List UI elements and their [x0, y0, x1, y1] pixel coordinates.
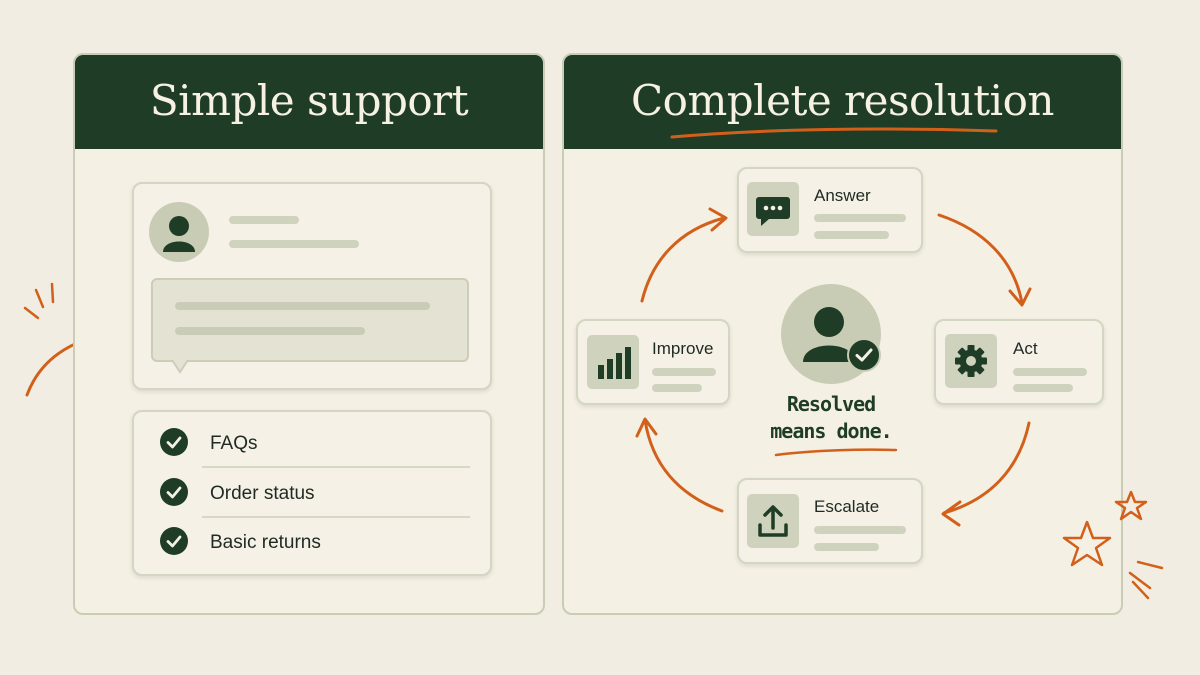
node-answer: Answer: [737, 167, 923, 253]
arrow-escalate-to-improve: [643, 418, 724, 513]
complete-resolution-title: Complete resolution: [631, 75, 1054, 125]
support-checklist-card: FAQs Order status Basic returns: [132, 410, 492, 576]
node-escalate: Escalate: [737, 478, 923, 564]
message-line-placeholder: [175, 302, 430, 310]
checklist-item: Basic returns: [134, 517, 490, 566]
placeholder-line: [652, 368, 716, 376]
checklist-item: Order status: [134, 468, 490, 517]
placeholder-line: [814, 543, 879, 551]
placeholder-line: [814, 526, 906, 534]
simple-support-panel: Simple support FAQs: [73, 53, 545, 615]
name-placeholder: [229, 216, 299, 224]
placeholder-line: [652, 384, 702, 392]
node-act-label: Act: [1013, 339, 1038, 358]
placeholder-line: [1013, 368, 1087, 376]
resolved-note-line-2: means done.: [770, 419, 892, 443]
placeholder-line: [1013, 384, 1073, 392]
divider: [202, 466, 470, 468]
note-underline: [774, 448, 898, 457]
arrow-act-to-escalate: [942, 421, 1031, 515]
simple-support-header: Simple support: [75, 55, 543, 149]
node-act-icon-box: [945, 334, 997, 388]
resolved-note: Resolved means done.: [754, 391, 908, 445]
placeholder-line: [814, 231, 889, 239]
meta-placeholder: [229, 240, 359, 248]
node-escalate-icon-box: [747, 494, 799, 548]
checklist-label: FAQs: [210, 433, 258, 454]
user-icon: [163, 216, 195, 252]
node-answer-label: Answer: [814, 186, 871, 205]
check-circle-icon: [160, 428, 188, 456]
check-circle-icon: [160, 527, 188, 555]
avatar: [149, 202, 209, 262]
user-icon: [803, 307, 855, 362]
chat-message-card: [132, 182, 492, 390]
node-improve-label: Improve: [652, 339, 714, 358]
node-improve: Improve: [576, 319, 730, 405]
placeholder-line: [814, 214, 906, 222]
arrow-answer-to-act: [937, 213, 1024, 305]
check-circle-icon: [847, 338, 881, 372]
node-escalate-label: Escalate: [814, 497, 880, 516]
checklist-label: Order status: [210, 483, 315, 504]
node-answer-icon-box: [747, 182, 799, 236]
simple-support-title: Simple support: [149, 75, 469, 125]
node-improve-icon-box: [587, 335, 639, 389]
node-act: Act: [934, 319, 1104, 405]
bubble-tail-icon: [171, 359, 189, 374]
resolved-note-line-1: Resolved: [786, 392, 876, 416]
bar-chart-icon: [598, 347, 631, 379]
divider: [202, 516, 470, 518]
complete-resolution-header: Complete resolution: [564, 55, 1121, 149]
check-circle-icon: [160, 478, 188, 506]
resolved-avatar: [781, 284, 881, 384]
checklist-item: FAQs: [134, 418, 490, 467]
complete-resolution-panel: Complete resolution Answer: [562, 53, 1123, 615]
upload-icon: [758, 505, 788, 537]
cycle-arrows: [635, 127, 1032, 527]
chat-bubble-icon: [756, 197, 790, 226]
message-line-placeholder: [175, 327, 365, 335]
gear-icon: [955, 345, 987, 377]
checklist-label: Basic returns: [210, 532, 321, 553]
arrow-improve-to-answer: [640, 216, 726, 303]
title-underline: [670, 127, 998, 139]
message-bubble: [151, 278, 469, 362]
